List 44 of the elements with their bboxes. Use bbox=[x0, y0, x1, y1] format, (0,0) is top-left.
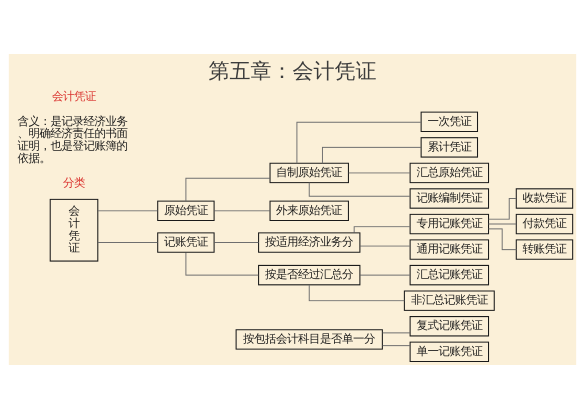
label: 分类 bbox=[63, 176, 86, 190]
connector bbox=[308, 182, 410, 197]
connector bbox=[185, 252, 259, 276]
node-box: 记账编制凭证 bbox=[410, 188, 490, 209]
node-box: 专用记账凭证 bbox=[410, 214, 490, 234]
connector bbox=[354, 226, 411, 234]
node-box: 转账凭证 bbox=[516, 239, 574, 260]
connector bbox=[360, 246, 411, 247]
node-box: 外来原始凭证 bbox=[270, 200, 349, 222]
connector bbox=[488, 224, 517, 225]
node-box: 汇总原始凭证 bbox=[410, 162, 490, 184]
node-box: 会计凭证 bbox=[50, 198, 98, 262]
node-box: 收款凭证 bbox=[516, 188, 574, 209]
node-box: 原始凭证 bbox=[157, 200, 215, 222]
node-box: 汇总记账凭证 bbox=[410, 264, 490, 286]
connector bbox=[185, 178, 270, 202]
node-box: 复式记账凭证 bbox=[410, 316, 490, 336]
node-box: 按包括会计科目是否单一分 bbox=[236, 329, 383, 350]
connector bbox=[488, 228, 517, 250]
node-box: 一次凭证 bbox=[420, 112, 478, 132]
node-box: 付款凭证 bbox=[516, 214, 574, 234]
connector bbox=[360, 274, 411, 276]
node-box: 按是否经过汇总分 bbox=[258, 264, 360, 286]
node-box: 通用记账凭证 bbox=[410, 239, 490, 260]
connector bbox=[348, 172, 410, 174]
connector bbox=[308, 284, 405, 302]
node-box: 记账凭证 bbox=[157, 232, 215, 253]
connector bbox=[488, 198, 516, 220]
node-box: 累计凭证 bbox=[420, 137, 478, 158]
connector bbox=[322, 146, 422, 164]
connector bbox=[214, 242, 260, 244]
connector bbox=[98, 210, 158, 212]
node-box: 非汇总记账凭证 bbox=[404, 290, 495, 311]
label: 含义：是记录经济业务、明确经济责任的书面证明，也是登记账簿的依据。 bbox=[18, 114, 128, 165]
diagram-title: 第五章：会计凭证 bbox=[208, 58, 376, 83]
label: 会计凭证 bbox=[52, 89, 96, 104]
connector bbox=[98, 242, 158, 244]
connector bbox=[214, 210, 270, 212]
connector bbox=[296, 122, 422, 164]
node-box: 单一记账凭证 bbox=[410, 342, 490, 362]
connector bbox=[382, 345, 410, 346]
node-box: 自制原始凭证 bbox=[270, 162, 349, 184]
connector bbox=[382, 332, 410, 334]
node-box: 按适用经济业务分 bbox=[258, 232, 360, 253]
